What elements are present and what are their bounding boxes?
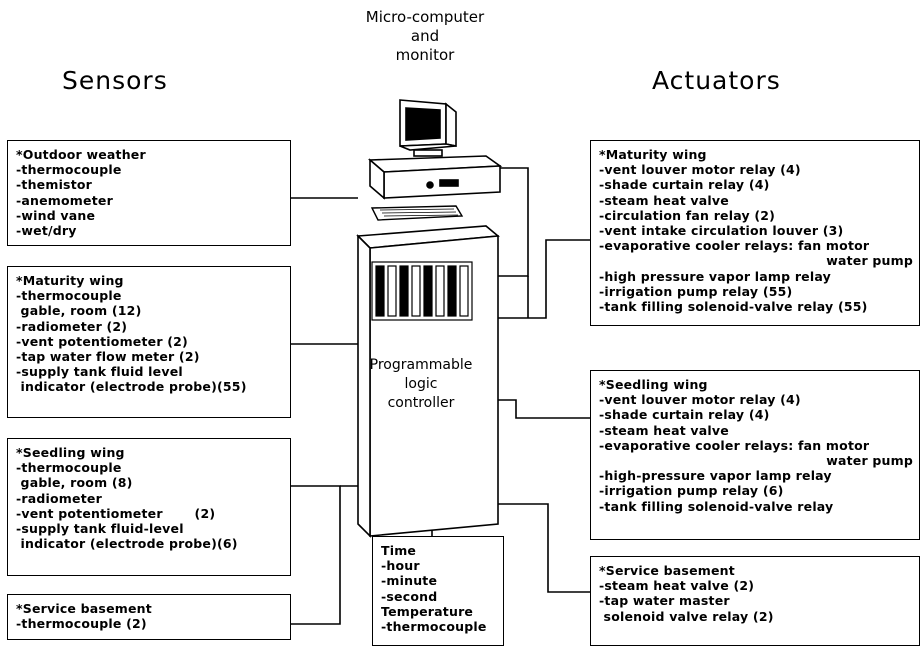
box-item: indicator (electrode probe)(6): [16, 536, 238, 552]
sensor-box-seedling-wing: *Seedling wing -thermocouple gable, room…: [7, 438, 291, 576]
box-item: -thermocouple (2): [16, 616, 147, 632]
box-title: *Service basement: [16, 601, 152, 616]
wire-seedling-basement-sensors: [291, 485, 341, 625]
box-item: -radiometer (2): [16, 318, 128, 334]
plc-label-line: controller: [387, 395, 455, 411]
box-item: gable, room (8): [16, 475, 133, 491]
actuators-heading: Actuators: [652, 66, 781, 95]
box-item: -tap water master: [599, 593, 730, 609]
box-item: -shade curtain relay (4): [599, 407, 770, 423]
box-title: *Seedling wing: [16, 445, 125, 460]
computer-caption-line: Micro-computer: [365, 8, 485, 26]
box-item: -thermocouple: [16, 162, 122, 178]
wire-maturity-actuators: [498, 239, 590, 319]
box-item: -themistor: [16, 177, 93, 193]
sensor-box-outdoor-weather: *Outdoor weather -thermocouple -themisto…: [7, 140, 291, 246]
box-item: solenoid valve relay (2): [599, 608, 774, 624]
box-item: -thermocouple: [381, 619, 487, 635]
box-item: -high-pressure vapor lamp relay: [599, 468, 832, 484]
box-item: -steam heat valve: [599, 422, 729, 438]
plc-label-line: logic: [404, 376, 438, 392]
box-item: Time: [381, 543, 417, 558]
box-item: -evaporative cooler relays: fan motor: [599, 437, 870, 453]
box-item: -wet/dry: [16, 223, 77, 239]
box-item: -irrigation pump relay (55): [599, 283, 793, 299]
box-item: water pump: [826, 253, 913, 269]
actuator-box-service-basement: *Service basement -steam heat valve (2) …: [590, 556, 920, 646]
box-title: *Seedling wing: [599, 377, 708, 392]
box-item: -high pressure vapor lamp relay: [599, 268, 831, 284]
sensors-heading: Sensors: [62, 66, 168, 95]
box-item: -steam heat valve (2): [599, 578, 755, 594]
computer-caption-line: and: [410, 27, 440, 45]
box-item: -anemometer: [16, 192, 113, 208]
box-item: -second: [381, 588, 438, 604]
sensor-box-service-basement: *Service basement -thermocouple (2): [7, 594, 291, 640]
box-title: *Maturity wing: [16, 273, 124, 288]
keyboard-icon: [370, 205, 464, 221]
wire-seedling-actuators: [498, 399, 590, 419]
actuator-box-seedling-wing: *Seedling wing -vent louver motor relay …: [590, 370, 920, 540]
sensor-box-maturity-wing: *Maturity wing -thermocouple gable, room…: [7, 266, 291, 418]
box-item: -vent intake circulation louver (3): [599, 223, 844, 239]
box-item: indicator (electrode probe)(55): [16, 379, 247, 395]
box-item: gable, room (12): [16, 303, 142, 319]
box-item: -tank filling solenoid-valve relay: [599, 498, 834, 514]
monitor-icon: [399, 99, 457, 157]
box-item: -supply tank fluid level: [16, 364, 183, 380]
box-item: -radiometer: [16, 490, 102, 506]
wiring-diagram: [291, 99, 590, 625]
computer-unit-icon: [367, 155, 503, 200]
box-item: -evaporative cooler relays: fan motor: [599, 238, 870, 254]
computer-caption-line: monitor: [395, 46, 455, 64]
box-item: -vent louver motor relay (4): [599, 392, 801, 408]
box-title: *Service basement: [599, 563, 735, 578]
box-item: Temperature: [381, 603, 474, 619]
wire-basement-actuators: [498, 503, 590, 593]
plc-cabinet-icon: [356, 225, 500, 538]
actuator-box-maturity-wing: *Maturity wing -vent louver motor relay …: [590, 140, 920, 326]
box-item: -minute: [381, 573, 438, 589]
time-temperature-box: Time -hour -minute -second Temperature -…: [372, 536, 504, 646]
box-item: -shade curtain relay (4): [599, 177, 770, 193]
wire-computer-plc: [498, 167, 529, 277]
box-item: -steam heat valve: [599, 192, 729, 208]
box-item: -wind vane: [16, 207, 96, 223]
box-item: -thermocouple: [16, 288, 122, 304]
box-item: -circulation fan relay (2): [599, 207, 776, 223]
plc-module-rack: [371, 261, 473, 321]
box-title: *Outdoor weather: [16, 147, 146, 162]
box-item: -irrigation pump relay (6): [599, 483, 784, 499]
box-item: -hour: [381, 558, 420, 574]
box-item: -thermocouple: [16, 460, 122, 476]
box-item: -vent potentiometer (2): [16, 333, 188, 349]
box-item: water pump: [826, 453, 913, 469]
box-item: -tap water flow meter (2): [16, 349, 200, 365]
plc-label: Programmable logic controller: [358, 356, 484, 413]
box-title: *Maturity wing: [599, 147, 707, 162]
box-item: -tank filling solenoid-valve relay (55): [599, 299, 868, 315]
box-item: -supply tank fluid-level: [16, 521, 184, 537]
computer-caption: Micro-computer and monitor: [330, 8, 520, 65]
plc-label-line: Programmable: [369, 357, 473, 373]
box-item: -vent potentiometer (2): [16, 505, 216, 521]
box-item: -vent louver motor relay (4): [599, 162, 801, 178]
